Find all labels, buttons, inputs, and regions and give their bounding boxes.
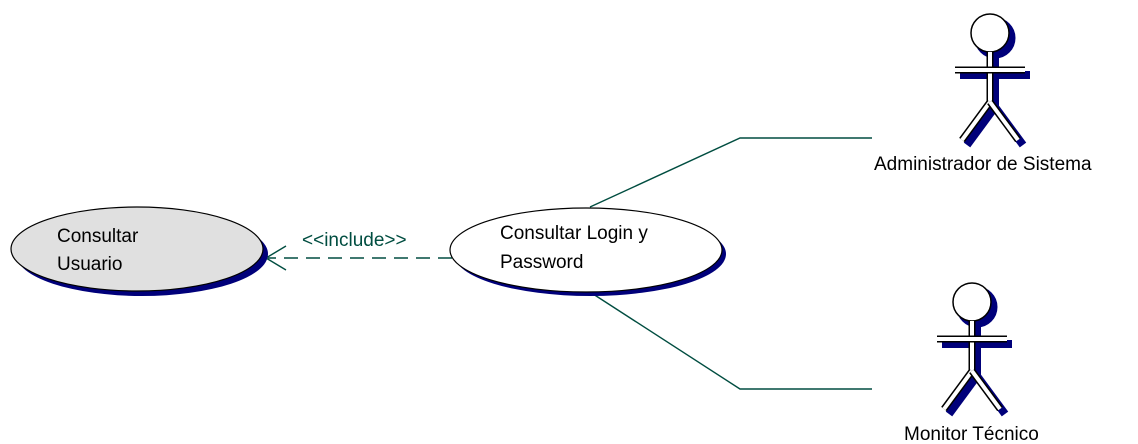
actor-name: Monitor Técnico (904, 424, 1039, 444)
actor-figure (955, 13, 1025, 143)
use-case-label-line1: Consultar (57, 226, 139, 247)
actor-name: Administrador de Sistema (874, 154, 1092, 175)
use-case-ellipse (10, 206, 264, 292)
actor-monitor[interactable]: Monitor Técnico (904, 282, 1039, 444)
actor-administrador[interactable]: Administrador de Sistema (874, 13, 1092, 175)
use-case-label-line2: Password (500, 252, 583, 273)
include-stereotype-label: <<include>> (302, 230, 407, 251)
use-case-label-line2: Usuario (57, 254, 122, 275)
association-line-administrador (589, 137, 872, 208)
use-case-consultar-usuario[interactable]: Consultar Usuario (10, 206, 268, 296)
use-case-label-line1: Consultar Login y (500, 223, 648, 244)
use-case-consultar-login[interactable]: Consultar Login y Password (449, 207, 726, 296)
association-line-monitor (589, 291, 872, 390)
use-case-ellipse (449, 207, 723, 293)
actor-figure (937, 282, 1007, 412)
